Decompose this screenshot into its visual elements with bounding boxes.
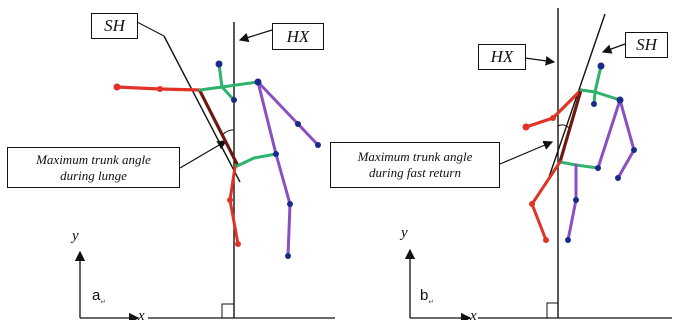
- panel-a-hx-pointer: [238, 29, 273, 43]
- panel-b-shoulder-girdle: [579, 88, 622, 102]
- panel-a-neck: [217, 62, 224, 89]
- panel-b-callout-line-2: during fast return: [369, 165, 461, 180]
- panel-b-right-angle-marker: [546, 302, 558, 318]
- panel-a-shoulder-girdle: [198, 80, 260, 92]
- panel-b-y-axis-label: y: [401, 225, 408, 241]
- panel-b-sh-tag: SH: [625, 32, 668, 58]
- panel-a: [74, 21, 335, 320]
- panel-b-x-axis-label: x: [470, 308, 477, 324]
- panel-a-x-axis-label: x: [138, 308, 145, 324]
- panel-a-callout-line-1: Maximum trunk angle: [36, 151, 151, 167]
- panel-a-right-angle-marker: [221, 303, 234, 318]
- panel-a-hips: [233, 152, 278, 169]
- panel-b-red-joints: [522, 115, 556, 243]
- panel-a-label: a↵: [92, 287, 107, 306]
- panel-a-sh-line: [163, 35, 241, 183]
- panel-a-label-text: a: [92, 287, 101, 304]
- panel-b-callout-line-1: Maximum trunk angle: [357, 149, 473, 164]
- panel-b-sh-pointer: [601, 43, 626, 54]
- panel-a-callout-pointer: [179, 140, 228, 169]
- panel-b-back-arm: [616, 98, 636, 180]
- panel-a-red-joints: [113, 83, 241, 247]
- panel-b-blue-joints: [565, 62, 637, 243]
- panel-b-neck: [593, 64, 603, 94]
- panel-b-hx-tag: HX: [478, 44, 526, 70]
- panel-b-angle-arc: [557, 124, 570, 129]
- panel-b-hx-pointer: [524, 56, 556, 66]
- panel-b-sh-line: [547, 13, 606, 181]
- panel-b-label: b↵: [420, 287, 435, 306]
- panel-b-front-leg: [530, 160, 562, 242]
- panel-b-callout-pointer: [499, 140, 554, 165]
- panel-b-trunk: [558, 88, 583, 164]
- panel-a-y-axis-label: y: [72, 228, 79, 244]
- panel-a-trunk-angle-callout: Maximum trunk angle during lunge: [7, 147, 180, 188]
- panel-a-callout-line-2: during lunge: [60, 167, 127, 183]
- panel-a-hx-tag: HX: [272, 23, 324, 50]
- panel-b: [404, 8, 672, 320]
- panel-a-torso-side: [256, 80, 278, 156]
- panel-a-return-mark: ↵: [100, 298, 107, 306]
- panel-b-torso-side: [596, 98, 622, 170]
- panel-b-return-mark: ↵: [428, 298, 435, 306]
- panel-a-angle-arc: [221, 129, 235, 136]
- panel-b-trunk-angle-callout: Maximum trunk angle during fast return: [330, 142, 500, 188]
- panel-a-trunk: [198, 89, 239, 166]
- panel-a-sh-tag: SH: [91, 13, 138, 39]
- panel-b-label-text: b: [420, 287, 429, 304]
- panel-b-hips: [558, 160, 600, 170]
- panel-a-sh-pointer: [136, 21, 165, 37]
- panel-a-blue-joints: [215, 60, 321, 259]
